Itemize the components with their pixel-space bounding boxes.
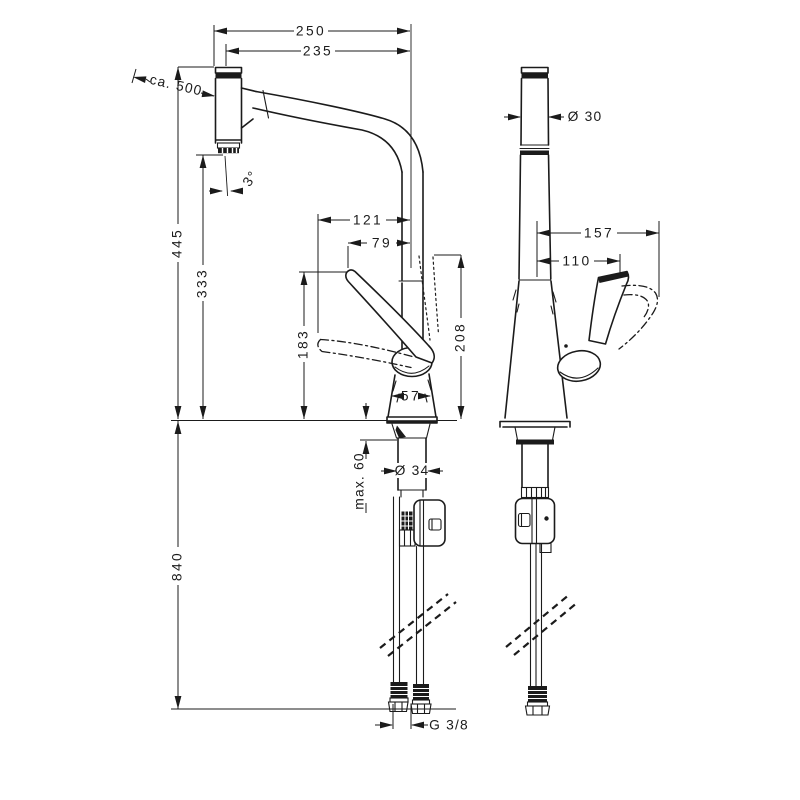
dimension-arrowhead xyxy=(174,67,182,80)
dimension-arrowhead xyxy=(174,696,182,709)
dimension-arrowhead xyxy=(397,27,410,35)
front-view xyxy=(214,66,457,715)
dim-208-label: 208 xyxy=(453,322,468,352)
dimension-arrowhead xyxy=(508,113,521,121)
dim-121-label: 121 xyxy=(353,213,383,228)
dimension-arrowhead xyxy=(226,47,239,55)
water-jet-centerline xyxy=(224,155,229,197)
dimension-arrowhead xyxy=(607,257,620,265)
dim-333-label: 333 xyxy=(195,268,210,298)
dimension-arrowhead xyxy=(427,467,440,475)
dimension-arrowhead xyxy=(397,216,410,224)
handle-lever-side xyxy=(588,270,630,345)
dimension-arrowhead xyxy=(174,421,182,434)
dimension-arrowhead xyxy=(397,239,410,247)
dim-110-label: 110 xyxy=(562,254,591,269)
dim-235-label: 235 xyxy=(303,44,333,59)
dimension-arrowhead xyxy=(384,467,397,475)
dimension-arrowhead xyxy=(457,406,465,419)
dimension-arrowhead xyxy=(411,721,424,729)
front-view-underdeck xyxy=(379,423,457,715)
dimension-arrowhead xyxy=(174,406,182,419)
dim-dia34-label: Ø 34 xyxy=(395,463,430,478)
pullout-spray-head xyxy=(214,66,243,154)
dimension-arrowhead xyxy=(201,90,215,98)
dimension-arrowheads xyxy=(133,27,659,729)
dimension-arrowhead xyxy=(230,187,243,195)
dim-183-label: 183 xyxy=(296,329,311,359)
dimension-labels: 250 235 ca. 500 121 79 3° 445 333 183 57… xyxy=(148,24,614,733)
dimension-arrowhead xyxy=(548,113,561,121)
dim-g38-label: G 3/8 xyxy=(429,718,469,733)
dimension-arrowhead xyxy=(300,406,308,419)
dimension-arrowhead xyxy=(362,441,370,454)
dimension-arrowhead xyxy=(362,406,370,419)
dimension-arrowhead xyxy=(199,406,207,419)
side-view xyxy=(499,66,659,716)
faucet-body-base xyxy=(386,373,438,424)
side-handle-ball-joint xyxy=(556,344,602,383)
dim-250-label: 250 xyxy=(296,24,326,39)
dimension-arrowhead xyxy=(397,47,410,55)
dimension-arrowhead xyxy=(537,257,550,265)
dim-3deg-label: 3° xyxy=(240,168,261,189)
dim-445-label: 445 xyxy=(170,228,185,258)
dimension-arrowhead xyxy=(199,155,207,168)
handle-lever-side-alt-position xyxy=(618,284,659,350)
dim-840-label: 840 xyxy=(170,551,185,581)
dimension-arrowhead xyxy=(646,229,659,237)
dimension-arrowhead xyxy=(300,272,308,285)
side-spout-column xyxy=(504,66,568,419)
dimension-arrowhead xyxy=(537,229,550,237)
dimension-arrowhead xyxy=(214,27,227,35)
dimension-arrowhead xyxy=(418,392,431,400)
dimension-arrowhead xyxy=(380,721,393,729)
side-view-underdeck xyxy=(499,420,579,716)
dim-dia30-label: Ø 30 xyxy=(568,109,603,124)
dimension-arrowhead xyxy=(318,216,331,224)
dim-157-label: 157 xyxy=(584,226,614,241)
handle-lever-front-alt-position xyxy=(317,255,440,369)
dimension-arrowhead xyxy=(210,187,223,195)
dim-79-label: 79 xyxy=(372,236,392,251)
dim-57-label: 57 xyxy=(401,389,421,404)
dimension-arrowhead xyxy=(133,76,147,84)
dimension-arrowhead xyxy=(457,255,465,268)
dim-max60-label: max. 60 xyxy=(352,452,367,509)
handle-lever-front xyxy=(345,269,435,364)
dimension-arrowhead xyxy=(391,392,404,400)
dimension-arrowhead xyxy=(348,239,361,247)
